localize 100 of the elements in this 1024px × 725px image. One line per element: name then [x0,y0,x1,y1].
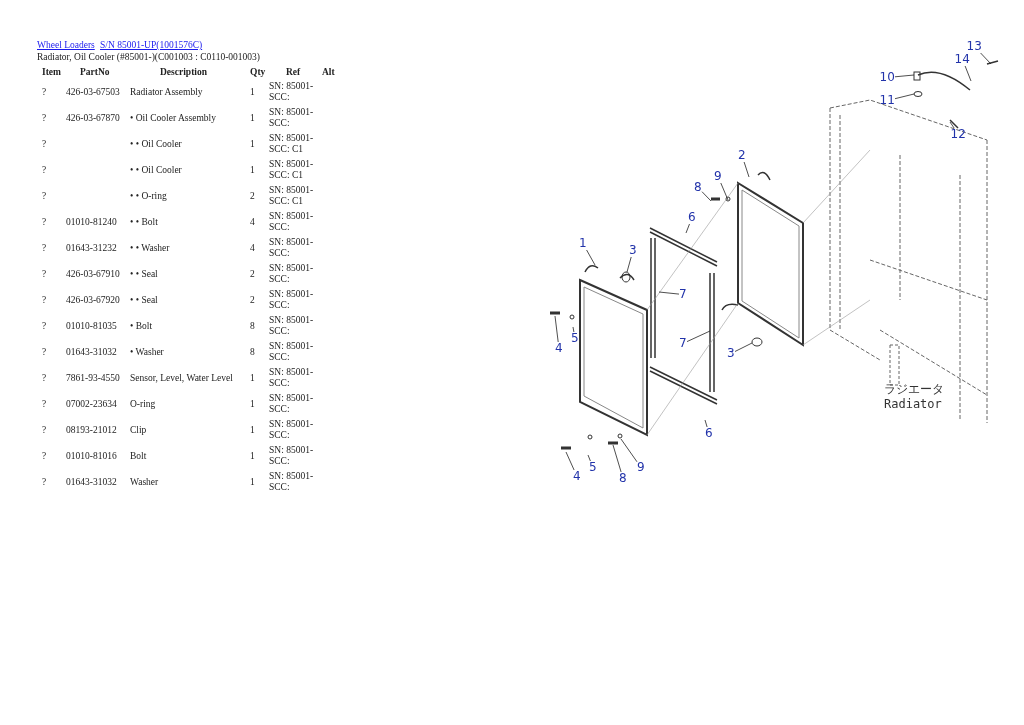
leader-line [894,74,915,78]
reference-text: SN: 85001-SCC: [269,81,315,103]
part-number: 07002-23634 [66,399,117,410]
part-number: 01010-81240 [66,217,117,228]
quantity: 4 [250,243,255,254]
item-number: ? [42,243,47,254]
reference-text: SN: 85001-SCC: C1 [269,159,315,181]
quantity: 1 [250,425,255,436]
part-description: Radiator Assembly [130,87,203,98]
column-header: Qty [250,67,266,78]
quantity: 1 [250,113,255,124]
item-number: ? [42,477,47,488]
part-number: 01010-81016 [66,451,117,462]
callout-number: 1 [579,236,587,250]
callout-number: 4 [555,341,563,355]
part-number: 426-03-67503 [66,87,120,98]
reference-text: SN: 85001-SCC: [269,445,315,467]
item-number: ? [42,139,47,150]
part-description: O-ring [130,399,156,410]
callout-number: 7 [679,287,687,301]
leader-line [894,93,915,100]
reference-text: SN: 85001-SCC: [269,393,315,415]
item-number: ? [42,451,47,462]
leader-line [587,454,591,462]
part-number: 426-03-67870 [66,113,120,124]
leader-line [626,256,632,273]
callout-number: 6 [705,426,713,440]
leader-line [620,438,638,463]
callout-number: 2 [738,148,746,162]
quantity: 1 [250,165,255,176]
quantity: 1 [250,399,255,410]
quantity: 2 [250,191,255,202]
column-header: Alt [322,67,335,78]
callout-number: 8 [619,471,627,485]
leader-line [572,326,575,333]
part-description: • • Bolt [130,217,158,228]
callout-number: 5 [589,460,597,474]
leader-line [565,451,575,471]
item-number: ? [42,321,47,332]
leader-line [743,161,750,178]
callout-number: 3 [727,346,735,360]
callout-number: 11 [879,93,895,107]
part-description: • • Seal [130,269,158,280]
part-number: 01643-31032 [66,477,117,488]
item-number: ? [42,373,47,384]
leader-line [701,191,712,202]
item-number: ? [42,113,47,124]
reference-text: SN: 85001-SCC: [269,263,315,285]
leader-line [964,65,972,82]
part-number: 01010-81035 [66,321,117,332]
leader-line [685,223,690,234]
part-description: • • Oil Cooler [130,139,182,150]
part-description: • • O-ring [130,191,167,202]
leader-line [949,121,955,129]
quantity: 8 [250,347,255,358]
quantity: 2 [250,269,255,280]
reference-text: SN: 85001-SCC: [269,107,315,129]
quantity: 1 [250,139,255,150]
callout-number: 6 [688,210,696,224]
item-number: ? [42,425,47,436]
part-description: • • Seal [130,295,158,306]
callout-number: 4 [573,469,581,483]
part-description: Clip [130,425,147,436]
leader-line [734,342,753,352]
leader-line [704,419,708,428]
callout-number: 9 [637,460,645,474]
item-number: ? [42,217,47,228]
item-number: ? [42,165,47,176]
quantity: 1 [250,373,255,384]
part-number: 426-03-67920 [66,295,120,306]
column-header: Item [42,67,61,78]
callout-number: 10 [879,70,895,84]
part-description: • • Washer [130,243,170,254]
part-description: • • Oil Cooler [130,165,182,176]
part-description: Washer [130,477,159,488]
quantity: 8 [250,321,255,332]
item-number: ? [42,295,47,306]
leader-line [554,315,559,343]
quantity: 2 [250,295,255,306]
reference-text: SN: 85001-SCC: [269,471,315,493]
leader-line [612,444,622,473]
callout-number: 14 [954,52,970,66]
drawing-caption: Radiator [884,399,942,410]
callout-number: 7 [679,336,687,350]
callout-number: 5 [571,331,579,345]
reference-text: SN: 85001-SCC: [269,211,315,233]
quantity: 1 [250,87,255,98]
reference-text: SN: 85001-SCC: [269,289,315,311]
breadcrumb-link: S/N 85001-UP(1001576C) [100,40,203,51]
part-description: Sensor, Level, Water Level [130,373,233,384]
quantity: 1 [250,477,255,488]
reference-text: SN: 85001-SCC: C1 [269,185,315,207]
part-description: • Oil Cooler Assembly [130,113,216,124]
callout-number: 8 [694,180,702,194]
part-number: 426-03-67910 [66,269,120,280]
part-number: 01643-31232 [66,243,117,254]
reference-text: SN: 85001-SCC: C1 [269,133,315,155]
quantity: 4 [250,217,255,228]
part-number: 7861-93-4550 [66,373,120,384]
drawing-caption: ラジエータ [884,384,944,395]
